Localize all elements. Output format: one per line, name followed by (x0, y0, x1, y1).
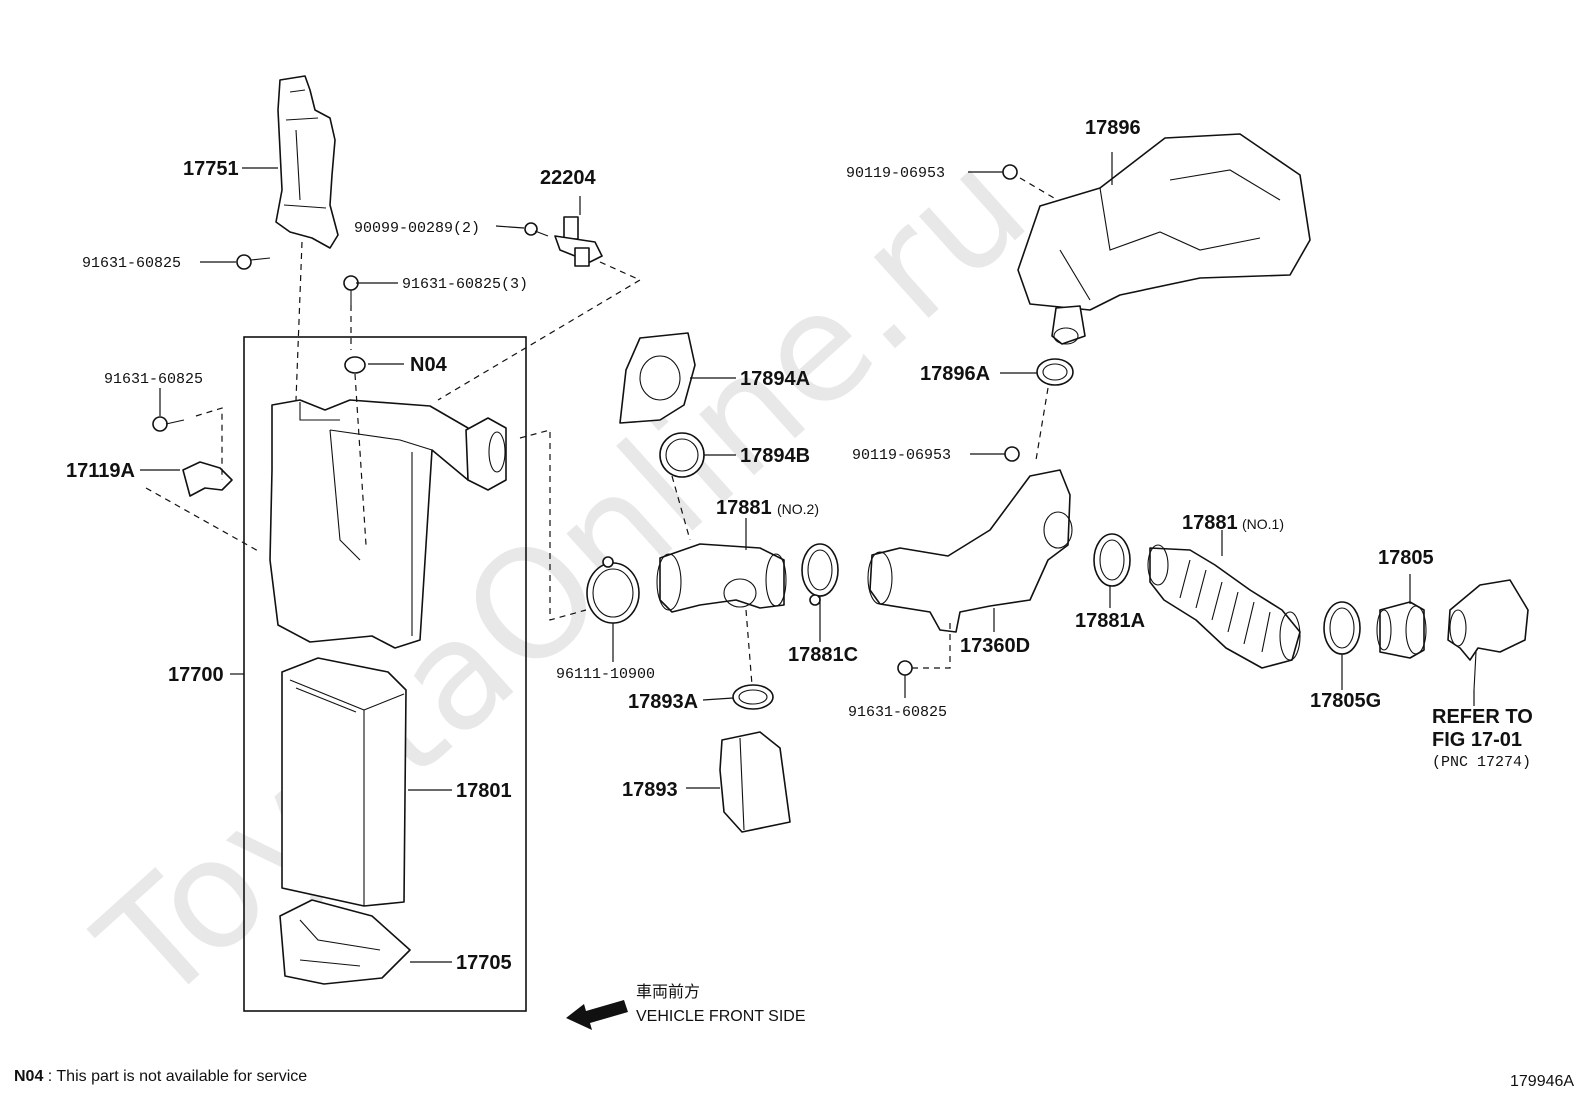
label-17893: 17893 (622, 779, 678, 801)
airflow-sensor-22204 (554, 216, 603, 267)
label-17894B: 17894B (740, 445, 810, 467)
bolt-icon (236, 254, 271, 270)
seal-17894A (619, 332, 696, 424)
bracket-17119A (182, 461, 233, 497)
leader-lines (140, 152, 1475, 963)
label-17805G: 17805G (1310, 690, 1381, 712)
resonator-17896 (1017, 133, 1311, 345)
bolt-icon (897, 660, 913, 676)
label-N04: N04 (410, 354, 448, 376)
direction-jp: 車両前方 (636, 983, 700, 1001)
bolt-icon (152, 416, 185, 432)
label-17705: 17705 (456, 952, 512, 974)
label-17893A: 17893A (628, 691, 698, 713)
label-17119A: 17119A (66, 460, 135, 482)
clamp-17881C (801, 543, 839, 606)
label-pnc-17274: (PNC 17274) (1432, 754, 1531, 771)
connector-17805 (1376, 601, 1427, 659)
label-17881-no2: 17881 (716, 497, 772, 519)
label-17881-no1: 17881 (1182, 512, 1238, 534)
label-90119-06953-b: 90119-06953 (852, 447, 951, 464)
label-no2: (NO.2) (777, 501, 819, 517)
label-91631-60825-a: 91631-60825 (82, 255, 181, 272)
clamp-17896A (1036, 358, 1074, 386)
clamp-96111-10900 (586, 556, 640, 624)
label-22204: 22204 (540, 167, 596, 189)
label-90119-06953-a: 90119-06953 (846, 165, 945, 182)
label-17805: 17805 (1378, 547, 1434, 569)
clamp-17805G (1323, 601, 1361, 655)
label-91631-60825-b: 91631-60825 (104, 371, 203, 388)
hose-17881-no2 (656, 543, 787, 613)
clamp-17893A (732, 684, 774, 710)
label-17881C: 17881C (788, 644, 858, 666)
footnote: N04 : This part is not available for ser… (14, 1068, 307, 1085)
intake-pipe-17360D (867, 469, 1073, 633)
clamp-17881A (1093, 533, 1131, 587)
arrow-left-icon (566, 1000, 628, 1030)
label-17801: 17801 (456, 780, 512, 802)
duct-17893 (719, 731, 791, 833)
part-labels: 17751 22204 90099-00289(2) 91631-60825 9… (66, 117, 1533, 974)
inlet-duct-17751 (275, 75, 339, 249)
filter-element-17801 (281, 657, 407, 907)
direction-en: VEHICLE FRONT SIDE (636, 1008, 806, 1025)
label-91631-60825-3: 91631-60825(3) (402, 276, 528, 293)
vehicle-front-indicator: 車両前方 VEHICLE FRONT SIDE (566, 983, 806, 1030)
label-96111-10900: 96111-10900 (556, 666, 655, 683)
bolt-icon (1004, 446, 1020, 462)
clamp-17894B (659, 432, 705, 478)
hose-17881-no1 (1147, 544, 1301, 669)
label-17360D: 17360D (960, 635, 1030, 657)
bolt-icon (524, 222, 549, 237)
label-91631-60825-c: 91631-60825 (848, 704, 947, 721)
label-17896: 17896 (1085, 117, 1141, 139)
label-90099-00289: 90099-00289(2) (354, 220, 480, 237)
assembly-dashed-lines (145, 177, 1055, 686)
label-refer-to: REFER TO (1432, 706, 1533, 728)
label-17894A: 17894A (740, 368, 810, 390)
label-fig-17-01: FIG 17-01 (1432, 729, 1522, 751)
figure-id: 179946A (1510, 1073, 1574, 1090)
label-no1: (NO.1) (1242, 516, 1284, 532)
bolt-icon (343, 275, 359, 305)
bolt-icon (1002, 164, 1018, 180)
footnote-code: N04 (14, 1068, 43, 1085)
referenced-component (1447, 579, 1529, 691)
air-cleaner-case (269, 399, 507, 649)
label-17751: 17751 (183, 158, 239, 180)
label-17896A: 17896A (920, 363, 990, 385)
grommet-icon (344, 356, 366, 374)
footnote-text: : This part is not available for service (43, 1068, 307, 1085)
lower-case-17705 (279, 899, 411, 985)
label-17700: 17700 (168, 664, 224, 686)
label-17881A: 17881A (1075, 610, 1145, 632)
